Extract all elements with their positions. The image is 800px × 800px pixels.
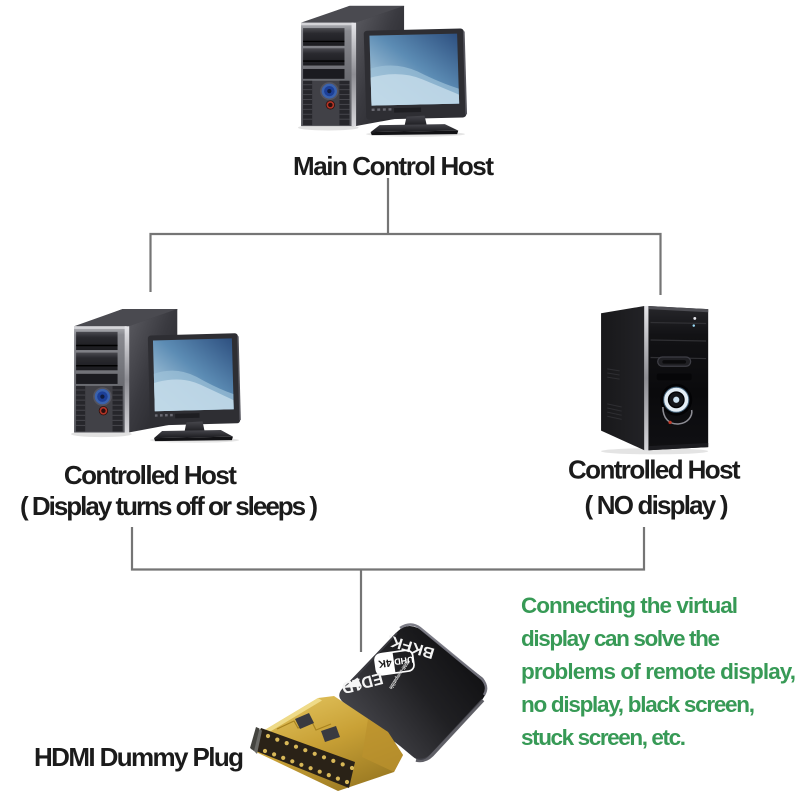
svg-text:( NO display ): ( NO display ) [585, 490, 729, 520]
svg-text:HDMI Dummy Plug: HDMI Dummy Plug [34, 742, 244, 772]
svg-text:Connecting the virtual: Connecting the virtual [521, 593, 738, 618]
svg-text:Controlled Host: Controlled Host [568, 455, 741, 485]
svg-text:( Display turns off or sleeps: ( Display turns off or sleeps ) [20, 491, 318, 521]
svg-text:problems of remote display,: problems of remote display, [521, 659, 796, 684]
svg-text:stuck screen, etc.: stuck screen, etc. [521, 725, 686, 750]
svg-text:Controlled Host: Controlled Host [64, 460, 237, 490]
svg-text:Main Control Host: Main Control Host [293, 151, 494, 181]
svg-text:display can solve the: display can solve the [521, 626, 720, 651]
svg-text:no display, black screen,: no display, black screen, [521, 692, 755, 717]
